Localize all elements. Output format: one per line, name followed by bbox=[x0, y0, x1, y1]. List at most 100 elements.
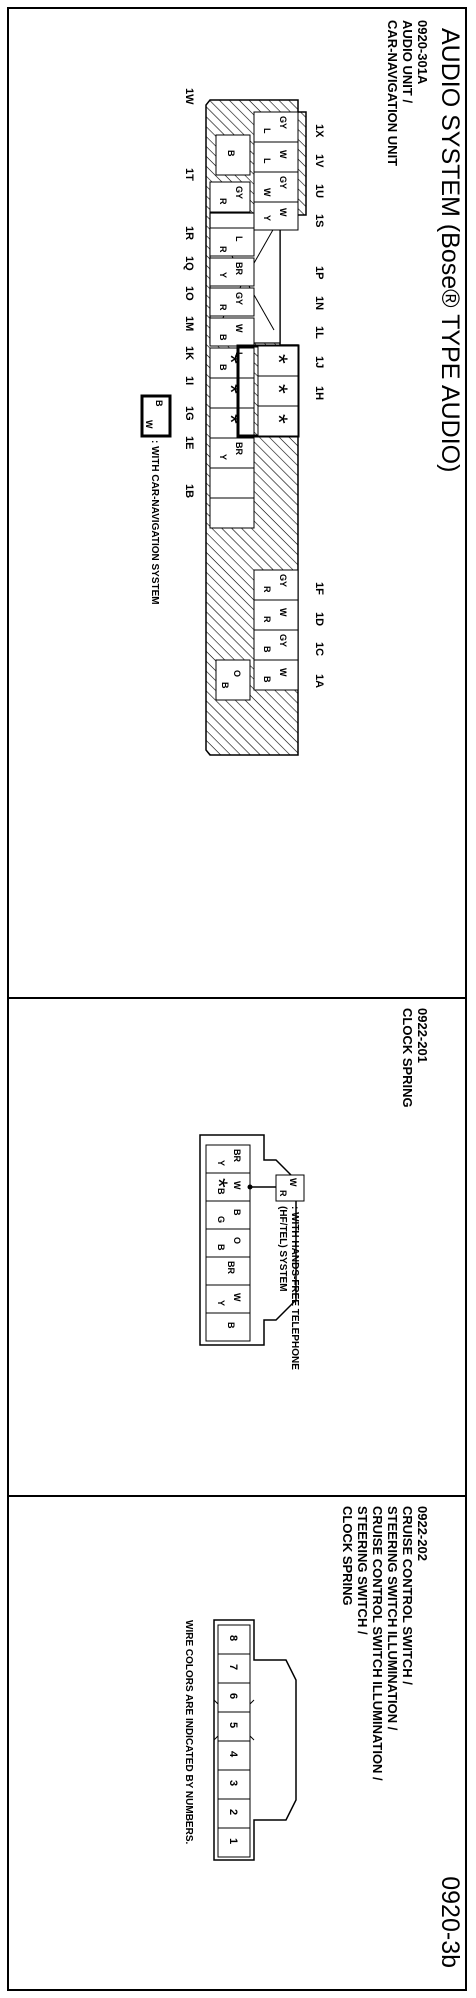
connector-0922-202: 0922-202 CRUISE CONTROL SWITCH / STEERIN… bbox=[183, 1506, 430, 1861]
svg-text:W: W bbox=[278, 150, 288, 159]
page-title: AUDIO SYSTEM (Bose® TYPE AUDIO) bbox=[436, 28, 464, 472]
svg-text:2: 2 bbox=[227, 1809, 239, 1815]
svg-text:GY: GY bbox=[278, 634, 288, 647]
svg-text:1O: 1O bbox=[183, 286, 195, 301]
pin-labels-bottom: 1W 1T 1R 1Q 1O 1M 1K 1I 1G 1E 1B bbox=[183, 88, 195, 498]
legend-wire-box bbox=[275, 1174, 305, 1202]
svg-text:W: W bbox=[278, 608, 288, 617]
svg-text:1S: 1S bbox=[313, 214, 325, 227]
svg-text:1E: 1E bbox=[183, 436, 195, 449]
svg-text:B: B bbox=[226, 1322, 236, 1329]
svg-text:Y: Y bbox=[262, 215, 272, 221]
legend-wire-c2: R bbox=[278, 1190, 288, 1197]
legend-wire-c2: W bbox=[144, 420, 154, 429]
connector-name-line5: CLOCK SPRING bbox=[340, 1506, 355, 1606]
svg-text:1C: 1C bbox=[313, 642, 325, 656]
svg-text:4: 4 bbox=[227, 1751, 239, 1758]
legend-text: : WITH CAR-NAVIGATION SYSTEM bbox=[149, 440, 160, 605]
svg-text:1Q: 1Q bbox=[183, 256, 195, 271]
page-code: 0920-3b bbox=[436, 1876, 464, 1968]
wire-colors-bottom: B GY R L R BR Y GY R W B L B BR Y O B bbox=[218, 150, 244, 689]
svg-text:3: 3 bbox=[227, 1780, 239, 1786]
optional-terminal-c bbox=[257, 405, 299, 437]
svg-text:*: * bbox=[264, 384, 292, 394]
svg-text:B: B bbox=[216, 1188, 226, 1195]
svg-text:L: L bbox=[234, 352, 244, 358]
svg-text:W: W bbox=[278, 668, 288, 677]
terminal-row-top bbox=[253, 111, 299, 691]
optional-stars: * * * * * * bbox=[216, 354, 292, 424]
svg-text:BR: BR bbox=[226, 1261, 236, 1274]
terminal-row-bottom bbox=[209, 134, 255, 701]
svg-text:R: R bbox=[262, 586, 272, 593]
svg-text:Y: Y bbox=[218, 454, 228, 460]
svg-text:Y: Y bbox=[218, 272, 228, 278]
connector-name-line2: STEERING SWITCH ILLUMINATION / bbox=[385, 1506, 400, 1731]
connector-name-line1: AUDIO UNIT / bbox=[400, 20, 415, 103]
connector-code: 0922-201 bbox=[415, 1008, 430, 1063]
svg-text:W: W bbox=[234, 324, 244, 333]
svg-text:O: O bbox=[232, 1237, 242, 1244]
svg-text:O: O bbox=[232, 670, 242, 677]
connector-name-line3: CRUISE CONTROL SWITCH ILLUMINATION / bbox=[370, 1506, 385, 1781]
wire-colors-top: GY L W L GY W W Y GY R W R GY B W B bbox=[262, 116, 288, 683]
svg-text:1K: 1K bbox=[183, 346, 195, 360]
svg-text:GY: GY bbox=[278, 176, 288, 189]
connector-0920-301A: 0920-301A AUDIO UNIT / CAR-NAVIGATION UN… bbox=[140, 20, 430, 756]
svg-text:1V: 1V bbox=[313, 154, 325, 168]
legend-text-line1: : WITH HANDS-FREE TELEPHONE bbox=[289, 1206, 300, 1370]
svg-text:*: * bbox=[216, 384, 244, 394]
svg-text:B: B bbox=[262, 676, 272, 683]
svg-text:1I: 1I bbox=[183, 376, 195, 385]
svg-text:1U: 1U bbox=[313, 184, 325, 198]
connector-name-line2: CAR-NAVIGATION UNIT bbox=[385, 20, 400, 166]
svg-text:BR: BR bbox=[234, 442, 244, 455]
svg-text:R: R bbox=[218, 246, 228, 253]
svg-text:1F: 1F bbox=[313, 582, 325, 595]
svg-text:B: B bbox=[218, 334, 228, 341]
svg-text:8: 8 bbox=[227, 1635, 239, 1641]
svg-text:GY: GY bbox=[278, 574, 288, 587]
connector-code: 0922-202 bbox=[415, 1506, 430, 1561]
svg-text:BR: BR bbox=[234, 262, 244, 275]
svg-text:*: * bbox=[216, 414, 244, 424]
svg-text:GY: GY bbox=[234, 186, 244, 199]
svg-text:7: 7 bbox=[227, 1664, 239, 1670]
clock-spring-star: * bbox=[204, 1178, 232, 1188]
svg-text:G: G bbox=[216, 1216, 226, 1223]
svg-text:1R: 1R bbox=[183, 226, 195, 240]
svg-text:B: B bbox=[220, 682, 230, 689]
svg-text:1J: 1J bbox=[313, 356, 325, 368]
svg-text:W: W bbox=[232, 1293, 242, 1302]
svg-text:B: B bbox=[226, 150, 236, 157]
svg-text:W: W bbox=[232, 1181, 242, 1190]
svg-text:B: B bbox=[218, 364, 228, 371]
svg-text:5: 5 bbox=[227, 1722, 239, 1728]
connector-name-line4: STEERING SWITCH / bbox=[355, 1506, 370, 1635]
switch-pin-numbers: 8 7 6 5 4 3 2 1 bbox=[227, 1635, 239, 1844]
svg-text:1G: 1G bbox=[183, 406, 195, 421]
svg-text:1T: 1T bbox=[183, 168, 195, 181]
svg-text:1M: 1M bbox=[183, 316, 195, 331]
connector-code: 0920-301A bbox=[415, 20, 430, 85]
legend-text-line2: (HF/TEL) SYSTEM bbox=[277, 1206, 288, 1292]
svg-text:L: L bbox=[262, 128, 272, 134]
svg-text:B: B bbox=[262, 646, 272, 653]
legend-wire-c1: B bbox=[154, 400, 164, 407]
callout-dot bbox=[247, 1184, 253, 1190]
svg-text:Y: Y bbox=[216, 1160, 226, 1166]
svg-text:R: R bbox=[218, 198, 228, 205]
svg-text:R: R bbox=[218, 304, 228, 311]
svg-text:*: * bbox=[264, 414, 292, 424]
svg-text:Y: Y bbox=[216, 1300, 226, 1306]
svg-text:W: W bbox=[278, 208, 288, 217]
svg-text:1H: 1H bbox=[313, 386, 325, 400]
connector-name-line1: CLOCK SPRING bbox=[400, 1008, 415, 1108]
wire-colors-note: WIRE COLORS ARE INDICATED BY NUMBERS. bbox=[183, 1620, 194, 1844]
svg-text:1D: 1D bbox=[313, 612, 325, 626]
svg-text:1W: 1W bbox=[183, 88, 195, 105]
svg-text:1N: 1N bbox=[313, 296, 325, 310]
connector-name-line1: CRUISE CONTROL SWITCH / bbox=[400, 1506, 415, 1685]
svg-text:R: R bbox=[262, 616, 272, 623]
